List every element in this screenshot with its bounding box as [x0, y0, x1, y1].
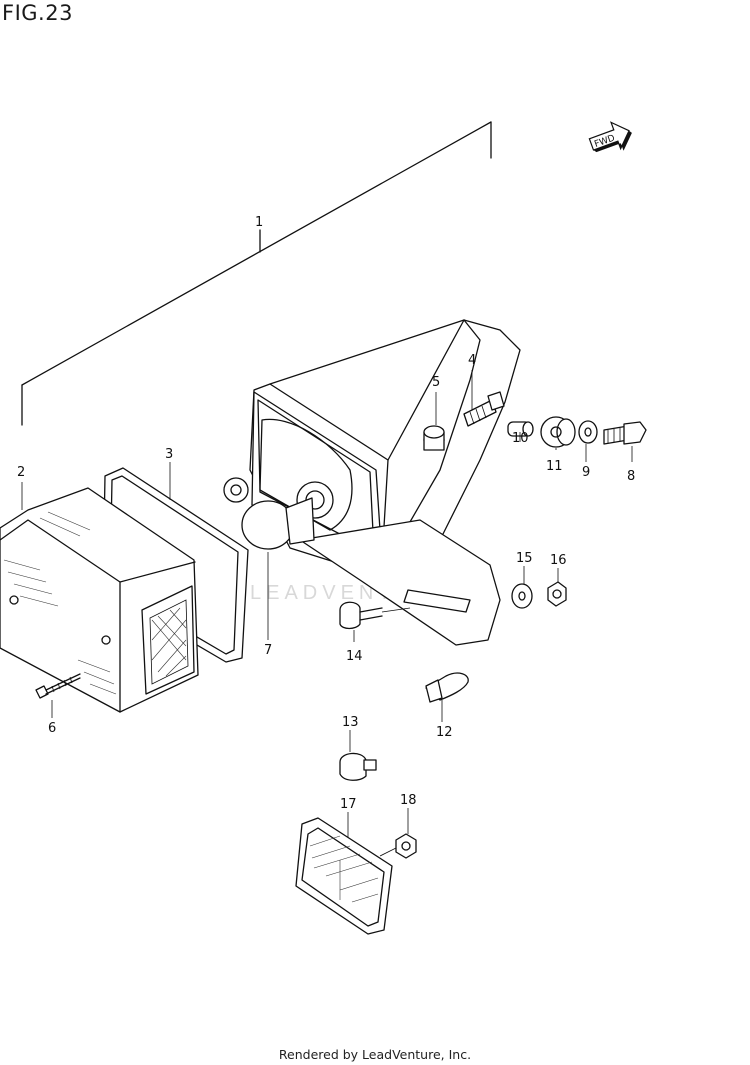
callout-labels: 1 2 3 4 5 6 7 8 9 10 11 12 13 14 15 16 1… — [17, 215, 635, 812]
callout-1: 1 — [255, 215, 263, 230]
part-2-lens — [0, 487, 199, 713]
callout-14: 14 — [346, 649, 363, 664]
callout-16: 16 — [550, 553, 567, 568]
part-13-socket — [339, 752, 377, 781]
callout-15: 15 — [516, 551, 533, 566]
assembly-bracket-1 — [21, 121, 492, 426]
callout-5: 5 — [432, 375, 440, 390]
callout-18: 18 — [400, 793, 417, 808]
part-10-collar — [507, 421, 534, 437]
callout-7: 7 — [264, 643, 272, 658]
part-5-spacer — [423, 425, 445, 451]
leader-lines — [21, 370, 633, 857]
callout-4: 4 — [468, 353, 476, 368]
callout-12: 12 — [436, 725, 453, 740]
part-6-screw — [35, 673, 81, 699]
fwd-badge: FWD — [588, 121, 632, 153]
part-16-nut — [547, 581, 567, 607]
part-18-nut — [395, 833, 417, 859]
part-11-grommet — [540, 416, 576, 448]
part-9-washer — [578, 420, 598, 444]
callout-9: 9 — [582, 465, 590, 480]
callout-11: 11 — [546, 459, 563, 474]
part-12-bulb — [425, 672, 469, 703]
part-4-bolt — [463, 391, 505, 427]
footer-credit: Rendered by LeadVenture, Inc. — [278, 1047, 472, 1062]
callout-2: 2 — [17, 465, 25, 480]
part-8-bolt — [603, 421, 647, 445]
callout-6: 6 — [48, 721, 56, 736]
part-7-bulb — [241, 497, 315, 640]
figure-title: FIG.23 — [2, 1, 73, 25]
callout-10: 10 — [512, 431, 529, 446]
part-15-washer — [511, 583, 533, 609]
part-14-screw — [339, 601, 411, 630]
callout-13: 13 — [342, 715, 359, 730]
callout-8: 8 — [627, 469, 635, 484]
callout-3: 3 — [165, 447, 173, 462]
callout-17: 17 — [340, 797, 357, 812]
part-17-license-lens — [295, 817, 393, 935]
